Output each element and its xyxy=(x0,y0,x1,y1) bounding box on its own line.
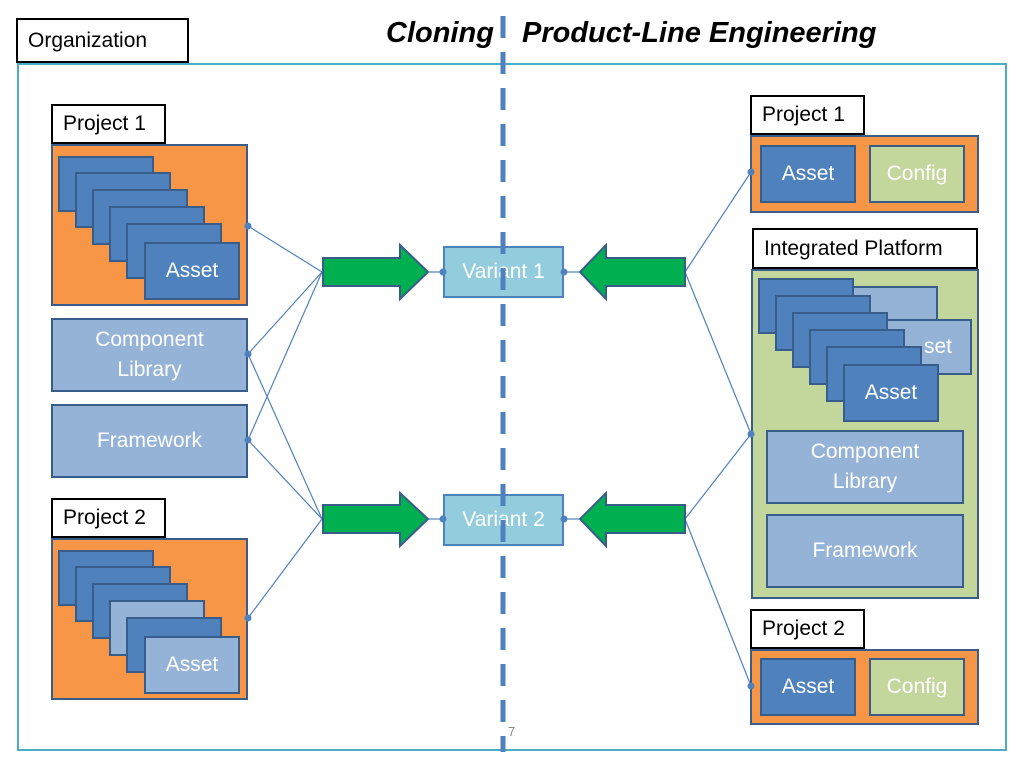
right-project2-asset: Asset xyxy=(760,658,856,716)
left-project1-label: Project 1 xyxy=(51,104,166,144)
left-project2-label: Project 2 xyxy=(51,498,166,538)
right-project1-label: Project 1 xyxy=(750,95,865,135)
left-component-library: Component Library xyxy=(51,318,248,392)
title-cloning: Cloning xyxy=(386,17,494,49)
page-number: 7 xyxy=(508,724,516,739)
organization-frame xyxy=(17,63,1007,751)
right-project1-asset: Asset xyxy=(760,145,856,203)
organization-label: Organization xyxy=(16,18,189,63)
integrated-platform-label: Integrated Platform xyxy=(752,228,978,269)
title-product-line-engineering: Product-Line Engineering xyxy=(522,17,877,49)
left-framework: Framework xyxy=(51,404,248,478)
variant-1: Variant 1 xyxy=(443,246,564,298)
platform-framework: Framework xyxy=(766,514,964,588)
right-project2-label: Project 2 xyxy=(750,609,865,649)
right-project1-config: Config xyxy=(869,145,965,203)
platform-component-library: Component Library xyxy=(766,430,964,504)
variant-2: Variant 2 xyxy=(443,494,564,546)
left-project1-asset: Asset xyxy=(144,242,240,300)
right-project2-config: Config xyxy=(869,658,965,716)
platform-asset: Asset xyxy=(843,364,939,422)
left-project2-asset: Asset xyxy=(144,636,240,694)
